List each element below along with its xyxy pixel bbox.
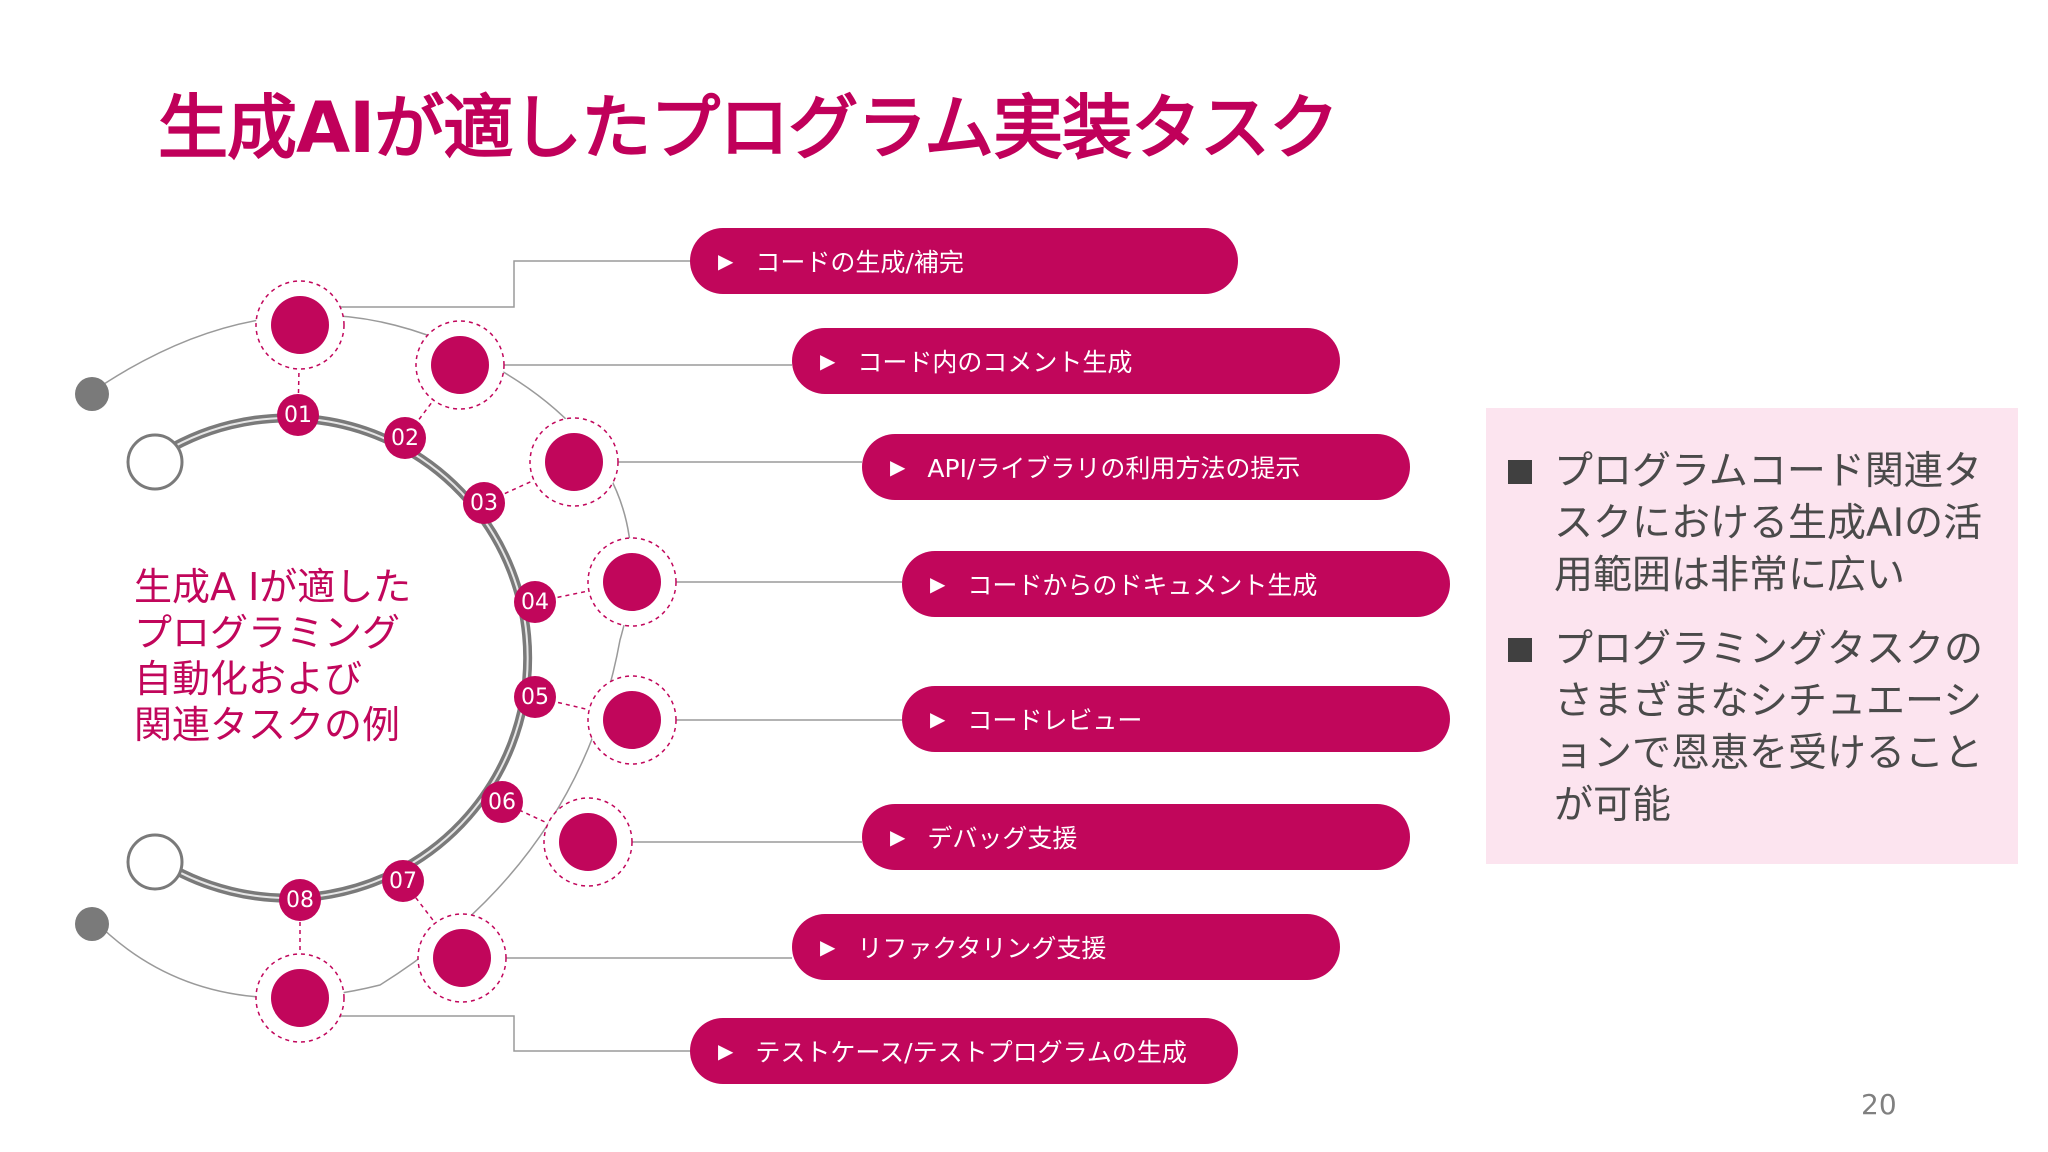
- task-node: [271, 296, 329, 354]
- square-bullet-icon: [1508, 460, 1532, 484]
- step-number-badge: 07: [382, 860, 424, 902]
- center-label-line: 生成A Iが適した: [134, 565, 412, 609]
- task-connector: [338, 260, 690, 308]
- task-pill: ▶ コード内のコメント生成: [792, 328, 1340, 394]
- center-label-line: プログラミング: [134, 611, 401, 655]
- task-label: コード内のコメント生成: [857, 348, 1133, 377]
- task-pill: ▶ コードの生成/補完: [690, 228, 1238, 294]
- play-triangle-icon: ▶: [718, 249, 734, 273]
- outer-end-bottom: [75, 907, 109, 941]
- page-number: 20: [1861, 1088, 1897, 1121]
- center-label: 生成A Iが適した プログラミング 自動化および 関連タスクの例: [134, 564, 411, 748]
- play-triangle-icon: ▶: [890, 455, 906, 479]
- task-pill: ▶ デバッグ支援: [862, 804, 1410, 870]
- play-triangle-icon: ▶: [718, 1039, 734, 1063]
- step-number-badge: 02: [384, 417, 426, 459]
- task-node: [271, 969, 329, 1027]
- task-node: [559, 813, 617, 871]
- step-number-badge: 05: [514, 676, 556, 718]
- play-triangle-icon: ▶: [890, 825, 906, 849]
- task-label: API/ライブラリの利用方法の提示: [927, 454, 1301, 483]
- task-node: [545, 433, 603, 491]
- task-label: デバッグ支援: [927, 824, 1078, 853]
- square-bullet-icon: [1508, 638, 1532, 662]
- task-pill: ▶ テストケース/テストプログラムの生成: [690, 1018, 1238, 1084]
- play-triangle-icon: ▶: [930, 572, 946, 596]
- task-node: [431, 336, 489, 394]
- task-pill: ▶ API/ライブラリの利用方法の提示: [862, 434, 1410, 500]
- summary-note: プログラムコード関連タスクにおける生成AIの活用範囲は非常に広い プログラミング…: [1486, 408, 2018, 864]
- ring-end-top: [126, 433, 184, 491]
- note-item: プログラムコード関連タスクにおける生成AIの活用範囲は非常に広い: [1508, 446, 2000, 602]
- step-number-badge: 04: [514, 581, 556, 623]
- center-label-line: 関連タスクの例: [134, 703, 401, 747]
- task-label: リファクタリング支援: [857, 934, 1107, 963]
- task-label: コードレビュー: [967, 706, 1143, 735]
- outer-end-top: [75, 377, 109, 411]
- note-text: プログラミングタスクのさまざまなシチュエーションで恩恵を受けることが可能: [1554, 627, 1984, 828]
- task-connector: [338, 1015, 690, 1052]
- step-number-badge: 03: [463, 482, 505, 524]
- task-node: [603, 691, 661, 749]
- note-item: プログラミングタスクのさまざまなシチュエーションで恩恵を受けることが可能: [1508, 624, 2000, 832]
- step-number-badge: 06: [481, 781, 523, 823]
- task-pill: ▶ リファクタリング支援: [792, 914, 1340, 980]
- task-label: テストケース/テストプログラムの生成: [755, 1038, 1187, 1067]
- task-node: [603, 553, 661, 611]
- note-text: プログラムコード関連タスクにおける生成AIの活用範囲は非常に広い: [1554, 449, 1983, 598]
- slide-title: 生成AIが適したプログラム実装タスク: [158, 87, 1339, 169]
- task-pill: ▶ コードからのドキュメント生成: [902, 551, 1450, 617]
- task-node: [433, 929, 491, 987]
- step-number-badge: 01: [277, 394, 319, 436]
- play-triangle-icon: ▶: [820, 349, 836, 373]
- play-triangle-icon: ▶: [930, 707, 946, 731]
- center-label-line: 自動化および: [134, 657, 363, 701]
- task-pill: ▶ コードレビュー: [902, 686, 1450, 752]
- task-label: コードの生成/補完: [755, 248, 964, 277]
- task-label: コードからのドキュメント生成: [967, 571, 1318, 600]
- ring-end-bottom: [126, 833, 184, 891]
- step-number-badge: 08: [279, 879, 321, 921]
- play-triangle-icon: ▶: [820, 935, 836, 959]
